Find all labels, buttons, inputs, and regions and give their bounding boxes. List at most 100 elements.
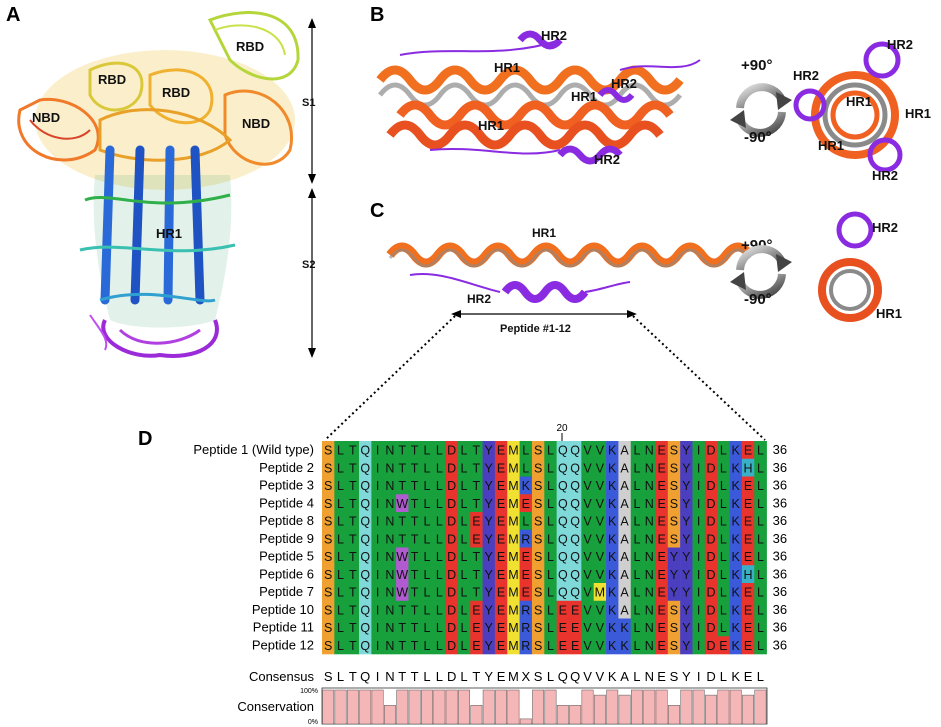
residue-cell bbox=[643, 441, 656, 460]
residue-cell bbox=[531, 600, 545, 619]
residue-cell bbox=[519, 512, 533, 531]
residue-letter: I bbox=[697, 532, 700, 546]
b-end-hr2-tr-label: HR2 bbox=[887, 37, 913, 52]
residue-letter: Y bbox=[682, 479, 691, 493]
residue-cell bbox=[741, 636, 755, 655]
residue-cell bbox=[531, 636, 545, 655]
residue-letter: Y bbox=[682, 586, 691, 600]
residue-cell bbox=[383, 636, 397, 655]
residue-cell bbox=[482, 600, 496, 619]
conservation-bar bbox=[643, 689, 656, 725]
residue-letter: K bbox=[732, 603, 741, 617]
conservation-bar bbox=[433, 689, 446, 725]
residue-cell bbox=[655, 494, 669, 513]
residue-cell bbox=[494, 636, 508, 655]
residue-letter: S bbox=[670, 444, 678, 458]
residue-letter: Q bbox=[360, 461, 370, 475]
residue-letter: I bbox=[697, 461, 700, 475]
residue-cell bbox=[322, 600, 335, 619]
residue-letter: L bbox=[436, 586, 443, 600]
residue-letter: D bbox=[447, 479, 456, 493]
residue-cell bbox=[643, 494, 656, 513]
residue-letter: M bbox=[508, 586, 518, 600]
residue-letter: S bbox=[324, 461, 332, 475]
residue-cell bbox=[729, 458, 743, 477]
residue-cell bbox=[593, 512, 607, 531]
b-rot-minus-label: -90° bbox=[744, 129, 772, 146]
residue-cell bbox=[729, 512, 743, 531]
b-hr1-c-label: HR1 bbox=[478, 118, 504, 133]
residue-letter: L bbox=[461, 603, 468, 617]
consensus-letter: Y bbox=[484, 669, 493, 684]
residue-letter: N bbox=[385, 532, 394, 546]
residue-cell bbox=[482, 636, 496, 655]
residue-cell bbox=[396, 618, 409, 637]
residue-letter: E bbox=[657, 550, 665, 564]
residue-letter: I bbox=[697, 479, 700, 493]
residue-cell bbox=[420, 565, 434, 584]
residue-letter: E bbox=[497, 603, 505, 617]
residue-cell bbox=[569, 547, 582, 566]
residue-letter: E bbox=[744, 639, 752, 653]
residue-cell bbox=[556, 512, 570, 531]
consensus-letter: V bbox=[596, 669, 605, 684]
residue-letter: E bbox=[744, 444, 752, 458]
residue-letter: L bbox=[461, 621, 468, 635]
residue-letter: V bbox=[596, 461, 605, 475]
residue-letter: V bbox=[596, 479, 605, 493]
residue-letter: L bbox=[547, 639, 554, 653]
residue-cell bbox=[482, 458, 496, 477]
conservation-bar bbox=[322, 689, 335, 725]
residue-letter: V bbox=[583, 568, 592, 582]
residue-letter: E bbox=[497, 461, 505, 475]
residue-cell bbox=[507, 600, 520, 619]
residue-cell bbox=[754, 476, 767, 495]
residue-letter: K bbox=[608, 568, 617, 582]
residue-cell bbox=[396, 529, 409, 548]
residue-letter: K bbox=[608, 586, 617, 600]
residue-cell bbox=[643, 458, 656, 477]
residue-letter: L bbox=[547, 461, 554, 475]
residue-cell bbox=[396, 565, 409, 584]
row-name: Peptide 12 bbox=[252, 637, 314, 652]
residue-cell bbox=[630, 583, 644, 602]
residue-letter: L bbox=[337, 621, 344, 635]
residue-cell bbox=[507, 636, 520, 655]
residue-cell bbox=[655, 583, 669, 602]
residue-cell bbox=[334, 494, 347, 513]
residue-letter: K bbox=[608, 444, 617, 458]
residue-cell bbox=[544, 583, 557, 602]
residue-letter: D bbox=[707, 603, 716, 617]
peptide-range-arrow bbox=[451, 310, 637, 318]
residue-cell bbox=[680, 512, 693, 531]
residue-letter: S bbox=[534, 586, 542, 600]
residue-cell bbox=[531, 441, 545, 460]
residue-cell bbox=[581, 529, 594, 548]
residue-letter: E bbox=[657, 444, 665, 458]
residue-letter: E bbox=[744, 550, 752, 564]
residue-cell bbox=[507, 458, 520, 477]
residue-letter: A bbox=[620, 444, 629, 458]
residue-cell bbox=[581, 476, 594, 495]
residue-letter: L bbox=[436, 550, 443, 564]
residue-letter: D bbox=[707, 550, 716, 564]
residue-cell bbox=[346, 636, 360, 655]
residue-cell bbox=[729, 600, 743, 619]
residue-cell bbox=[754, 583, 767, 602]
residue-cell bbox=[494, 512, 508, 531]
residue-cell bbox=[470, 565, 483, 584]
residue-letter: V bbox=[583, 639, 592, 653]
residue-cell bbox=[531, 494, 545, 513]
residue-cell bbox=[556, 600, 570, 619]
residue-cell bbox=[630, 600, 644, 619]
consensus-letter: I bbox=[697, 669, 701, 684]
residue-letter: M bbox=[508, 479, 518, 493]
residue-cell bbox=[606, 547, 619, 566]
residue-cell bbox=[606, 441, 619, 460]
residue-letter: L bbox=[461, 479, 468, 493]
residue-letter: E bbox=[744, 479, 752, 493]
residue-cell bbox=[531, 547, 545, 566]
residue-cell bbox=[680, 547, 693, 566]
residue-letter: V bbox=[596, 621, 605, 635]
residue-cell bbox=[667, 583, 681, 602]
